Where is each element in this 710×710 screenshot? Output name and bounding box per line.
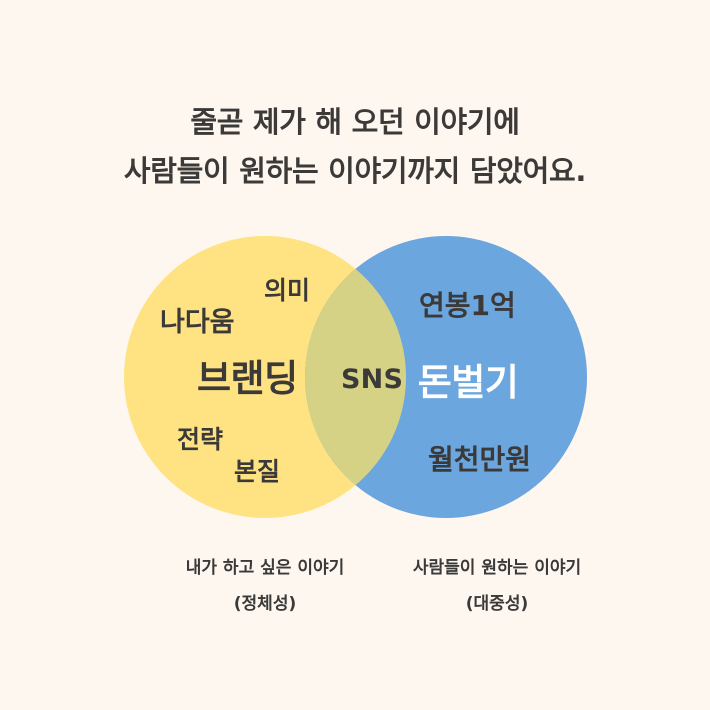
caption-right-line-1: 사람들이 원하는 이야기 [412,558,582,578]
venn-right-keyword-yeonbong: 연봉1억 [419,289,516,322]
venn-left-main-label: 브랜딩 [197,357,298,400]
caption-left-line-1: 내가 하고 싶은 이야기 [185,558,345,578]
caption-right-line-2: (대중성) [465,594,529,614]
venn-left-keyword-nadaum: 나다움 [160,307,235,338]
caption-left-line-2: (정체성) [233,594,297,614]
venn-right-main-label: 돈벌기 [417,361,519,404]
venn-intersection-label: SNS [341,364,404,395]
caption-left: 내가 하고 싶은 이야기 (정체성) [115,550,415,622]
venn-left-keyword-uimi: 의미 [264,276,311,305]
page-title: 줄곧 제가 해 오던 이야기에 사람들이 원하는 이야기까지 담았어요. [0,98,710,196]
venn-left-keyword-bonjil: 본질 [234,457,281,486]
venn-right-keyword-wolcheon: 월천만원 [428,443,532,476]
headline-line-1: 줄곧 제가 해 오던 이야기에 [190,105,520,139]
caption-right: 사람들이 원하는 이야기 (대중성) [347,550,647,622]
venn-left-keyword-jeonryak: 전략 [177,425,224,454]
venn-intersection-lens [305,236,406,518]
headline-line-2: 사람들이 원하는 이야기까지 담았어요. [123,154,587,188]
